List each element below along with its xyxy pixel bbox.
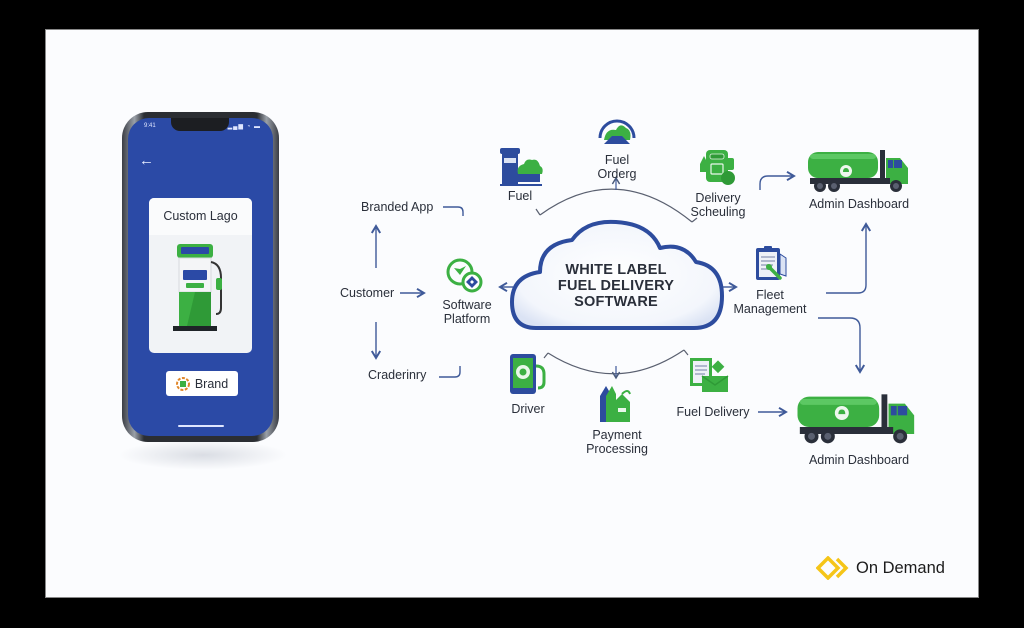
software-platform-line-2: Platform — [443, 312, 491, 326]
payment-processing-line-1: Payment — [592, 428, 642, 442]
fleet-management-line-2: Management — [733, 302, 807, 316]
home-indicator — [178, 425, 224, 427]
back-arrow-icon[interactable]: ← — [139, 152, 154, 169]
delivery-scheduling-label: Delivery Scheuling — [686, 191, 750, 219]
custom-logo-card: Custom Lago — [149, 198, 252, 353]
fuel-pump-icon — [173, 244, 222, 331]
fuel-truck-icon-bottom — [797, 394, 915, 444]
fleet-management-icon — [756, 246, 787, 280]
payment-processing-line-2: Processing — [586, 442, 648, 456]
delivery-scheduling-line-1: Delivery — [695, 191, 741, 205]
status-icons: ▂▄▆ ◔ ▬ — [227, 124, 261, 130]
admin-dashboard-bottom-label: Admin Dashboard — [808, 453, 910, 467]
fuel-ordering-icon — [598, 119, 636, 144]
brand-button-label: Brand — [194, 376, 229, 391]
fuel-ordering-label: Fuel Orderg — [592, 153, 642, 181]
phone-screen: 9:41 ▂▄▆ ◔ ▬ ← Custom Lago Br — [128, 118, 273, 436]
delivery-scheduling-line-2: Scheuling — [690, 205, 746, 219]
branded-app-label: Branded App — [361, 200, 434, 214]
fuel-truck-icon — [808, 150, 908, 192]
on-demand-logo-icon — [816, 556, 849, 580]
delivery-scheduling-icon — [700, 150, 735, 185]
fuel-label: Fuel — [507, 189, 533, 203]
fuel-ordering-line-2: Orderg — [597, 167, 637, 181]
fuel-delivery-icon — [690, 358, 729, 392]
brand-button[interactable]: Brand — [166, 371, 238, 396]
software-platform-line-1: Software — [442, 298, 492, 312]
fleet-management-line-1: Fleet — [756, 288, 784, 302]
fuel-ordering-line-1: Fuel — [604, 153, 630, 167]
phone-notch — [171, 118, 229, 131]
custom-logo-title: Custom Lago — [149, 198, 252, 235]
status-time: 9:41 — [144, 123, 156, 129]
driver-label: Driver — [511, 402, 545, 416]
payment-processing-icon — [600, 386, 631, 422]
fuel-delivery-label: Fuel Delivery — [676, 405, 750, 419]
phone-shadow — [118, 440, 288, 470]
fleet-management-label: Fleet Management — [730, 288, 810, 316]
cloud-title-line-2: FUEL DELIVERY — [557, 278, 675, 294]
payment-processing-label: Payment Processing — [582, 428, 652, 456]
phone-mockup: 9:41 ▂▄▆ ◔ ▬ ← Custom Lago Br — [122, 112, 279, 442]
brand-logo-icon — [175, 376, 190, 391]
software-platform-icon — [446, 258, 483, 293]
admin-dashboard-top-label: Admin Dashboard — [808, 197, 910, 211]
on-demand-logo: On Demand — [816, 556, 945, 580]
software-platform-label: Software Platform — [432, 298, 502, 326]
cloud-title-line-1: WHITE LABEL — [565, 262, 667, 278]
fuel-icon — [500, 148, 543, 186]
cloud-title-line-3: SOFTWARE — [574, 294, 658, 310]
cradeinry-label: Craderinry — [368, 368, 427, 382]
cloud-title: WHITE LABEL FUEL DELIVERY SOFTWARE — [546, 262, 686, 310]
driver-icon — [510, 354, 546, 394]
customer-label: Customer — [340, 286, 395, 300]
on-demand-brand-name: On Demand — [856, 558, 945, 577]
